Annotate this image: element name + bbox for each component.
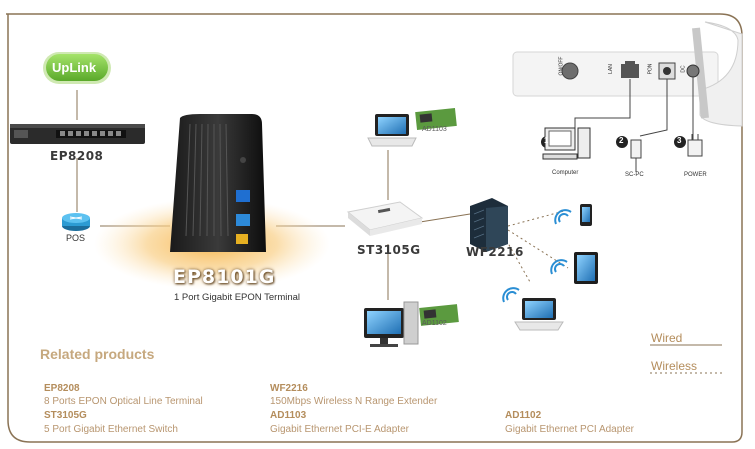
desktop-bottom [364, 301, 419, 347]
related-products-title: Related products [40, 346, 155, 362]
st3105g-device [346, 201, 424, 236]
legend-wired: Wired [651, 331, 683, 345]
port-lan-label: LAN [607, 64, 614, 74]
ad1103-label: AD1103 [422, 126, 447, 133]
ad1102-card [419, 304, 459, 326]
related-desc-wf2216: 150Mbps Wireless N Range Extender [270, 396, 438, 407]
badge-2: 2 [619, 136, 624, 145]
port-onoff-label: ON/OFF [558, 56, 565, 76]
related-desc-st3105g: 5 Port Gigabit Ethernet Switch [44, 424, 178, 435]
related-name-ep8208: EP8208 [44, 383, 80, 394]
wireless-lines [503, 209, 722, 374]
related-name-ad1103: AD1103 [270, 410, 307, 421]
pos-label: POS [66, 233, 86, 243]
related-desc-ad1103: Gigabit Ethernet PCI-E Adapter [270, 424, 409, 435]
wifi-symbols [502, 209, 572, 303]
badge-1: 1 [544, 136, 549, 145]
legend-wireless: Wireless [651, 359, 698, 373]
ep8208-label: EP8208 [50, 149, 104, 163]
related-desc-ep8208: 8 Ports EPON Optical Line Terminal [44, 396, 203, 407]
ad1103-card [415, 107, 457, 131]
laptop-wireless [514, 298, 564, 331]
computer-label: Computer [552, 170, 579, 176]
tablet-device [574, 252, 598, 284]
uplink-label: UpLink [52, 60, 97, 75]
port-dc-label: DC [680, 65, 687, 73]
st3105g-label: ST3105G [357, 243, 421, 257]
scpc-label: SC-PC [625, 172, 644, 178]
wf2216-label: WF2216 [466, 245, 524, 259]
power-label: POWER [684, 172, 707, 178]
ep8101g-description: 1 Port Gigabit EPON Terminal [174, 292, 301, 303]
laptop-top [367, 114, 417, 147]
ep8101g-device [170, 114, 266, 252]
related-name-ad1102: AD1102 [505, 410, 542, 421]
badge-3: 3 [677, 136, 682, 145]
ad1102-label: AD1102 [422, 320, 447, 327]
phone-device [580, 204, 592, 226]
ep8208-device [10, 124, 145, 144]
wf2216-device [470, 198, 508, 252]
pos-router-icon [62, 213, 90, 231]
related-name-st3105g: ST3105G [44, 410, 87, 421]
ep8101g-label: EP8101G [173, 266, 276, 288]
related-desc-ad1102: Gigabit Ethernet PCI Adapter [505, 424, 634, 435]
back-panel-illustration [512, 21, 743, 172]
related-name-wf2216: WF2216 [270, 383, 308, 394]
frame-border [6, 13, 743, 443]
uplink-badge [43, 52, 111, 84]
port-pon-label: PON [647, 63, 654, 75]
